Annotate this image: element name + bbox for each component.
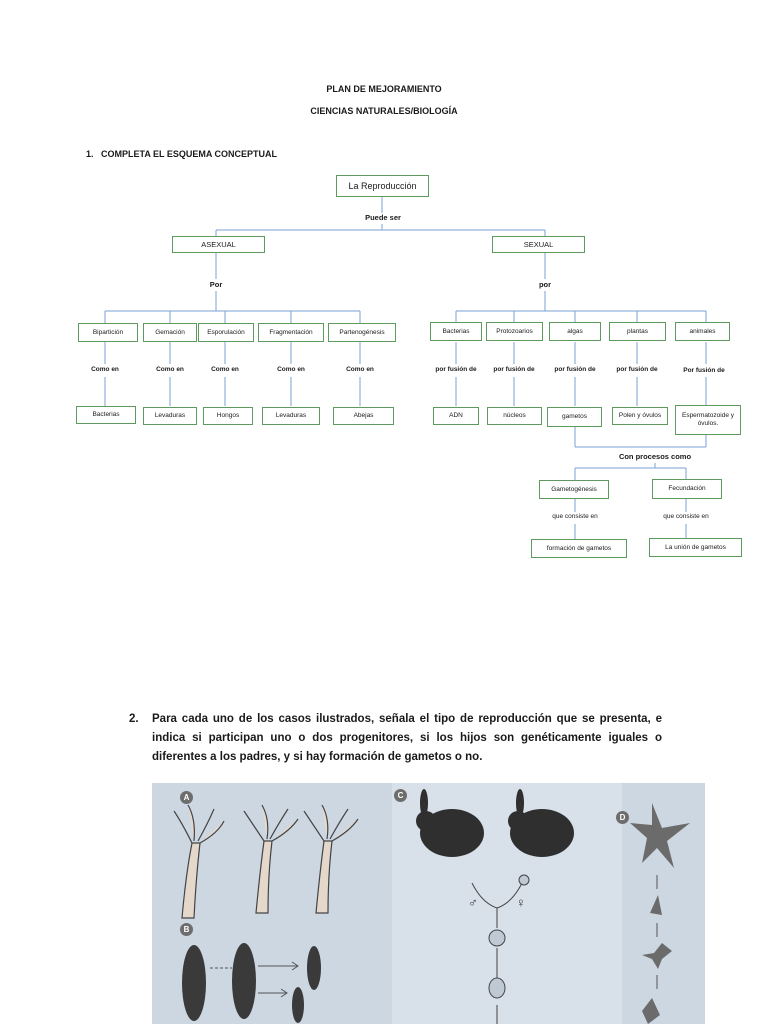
process-link: que consiste en [552,513,598,520]
asexual-example-link: Como en [277,366,305,373]
asexual-link-label: Por [209,280,223,289]
sexual-example-box: núcleos [487,407,542,425]
asexual-example-box: Abejas [333,407,394,425]
asexual-example-link: Como en [91,366,119,373]
sexual-example-box: gametos [547,407,602,427]
sexual-example-link: por fusión de [616,366,658,373]
illustration-drawing [152,783,705,1024]
process-box: Fecundación [652,479,722,499]
process-box: Gametogénesis [539,480,609,499]
sexual-example-box: Polen y óvulos [612,407,668,425]
asexual-example-link: Como en [211,366,239,373]
sexual-example-link: Por fusión de [683,367,725,374]
sexual-box: SEXUAL [492,236,585,253]
process-result-box: formación de gametos [531,539,627,558]
reproduction-illustration: A B C D ♂ ♀ [152,783,705,1024]
sexual-link-label: por [538,280,552,289]
male-symbol: ♂ [468,895,478,910]
question-2-number: 2. [129,713,139,725]
asexual-example-box: Levaduras [143,407,197,425]
panel-label-d: D [616,811,629,824]
sexual-type-box: Bacterias [430,322,482,341]
asexual-type-box: Partenogénesis [328,323,396,342]
concept-map-lines [104,197,707,539]
planaria-drawings [182,943,321,1023]
asexual-example-box: Levaduras [262,407,320,425]
asexual-type-box: Esporulación [198,323,254,342]
root-link-label: Puede ser [365,213,401,222]
asexual-type-box: Bipartición [78,323,138,342]
hydra-drawings [173,804,359,919]
panel-label-a: A [180,791,193,804]
question-1-heading: 1. COMPLETA EL ESQUEMA CONCEPTUAL [86,149,278,159]
question-2: 2. Para cada uno de los casos ilustrados… [129,710,662,767]
document-title: PLAN DE MEJORAMIENTO [326,84,442,94]
panel-label-b: B [180,923,193,936]
sexual-type-box: Protozoarios [486,322,543,341]
asexual-example-box: Hongos [203,407,253,425]
rabbit-drawings [416,789,574,857]
panel-label-c: C [394,789,407,802]
female-symbol: ♀ [516,895,526,910]
asexual-type-box: Gemación [143,323,197,342]
sexual-example-box: Espermatozoide y óvulos. [675,405,741,435]
asexual-example-box: Bacterias [76,406,136,424]
asexual-type-box: Fragmentación [258,323,324,342]
sexual-type-box: algas [549,322,601,341]
asexual-box: ASEXUAL [172,236,265,253]
sexual-example-link: por fusión de [554,366,596,373]
process-link-label: Con procesos como [618,452,692,461]
question-2-text: Para cada uno de los casos ilustrados, s… [152,713,662,763]
process-result-box: La unión de gametos [649,538,742,557]
root-box: La Reproducción [336,175,429,197]
starfish-drawings [630,803,690,1024]
asexual-example-link: Como en [156,366,184,373]
process-link: que consiste en [663,513,709,520]
asexual-example-link: Como en [346,366,374,373]
sexual-type-box: plantas [609,322,666,341]
sexual-example-link: por fusión de [435,366,477,373]
sexual-example-link: por fusión de [493,366,535,373]
sexual-example-box: ADN [433,407,479,425]
document-subtitle: CIENCIAS NATURALES/BIOLOGÍA [310,106,458,116]
sexual-type-box: animales [675,322,730,341]
